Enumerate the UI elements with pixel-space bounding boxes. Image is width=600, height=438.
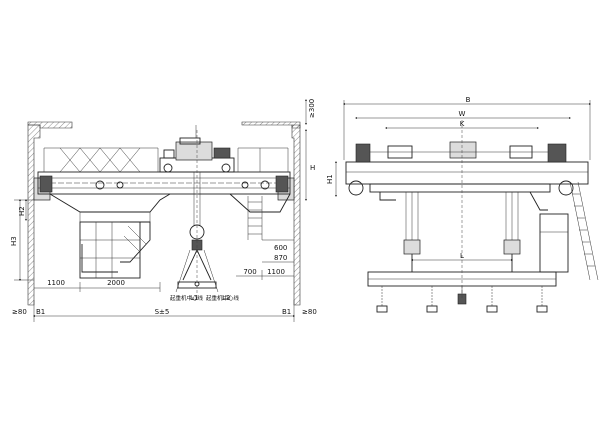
dim-l2: L2	[222, 294, 230, 302]
dim-k: K	[460, 120, 465, 128]
dim-h: H	[310, 164, 315, 172]
dim-b1-left: B1	[36, 308, 45, 316]
dim-side-h1: H1	[326, 174, 334, 184]
side-view: B W K	[326, 96, 599, 313]
dim-span: S±5	[155, 308, 170, 316]
side-cab	[539, 213, 569, 273]
wheel-left	[348, 180, 364, 196]
operator-cab	[79, 221, 141, 279]
right-ladder	[247, 196, 263, 240]
dim-1100-left: 1100	[47, 279, 65, 287]
dim-2000: 2000	[107, 279, 125, 287]
dim-700: 700	[243, 268, 256, 276]
dim-l1: L1	[190, 294, 198, 302]
dim-h2: H2	[18, 206, 26, 216]
hook-right	[503, 239, 521, 255]
left-wall	[27, 124, 41, 306]
dim-b1-right: B1	[282, 308, 291, 316]
right-wall	[291, 124, 301, 306]
dim-300: ≥300	[308, 99, 316, 118]
dim-870: 870	[274, 254, 287, 262]
front-view: S±5 ≥80 ≥80 B1 B1 1100 2000 700 1100 600…	[10, 99, 317, 322]
wheel-right	[558, 180, 574, 196]
side-girder	[345, 161, 589, 185]
dim-b: B	[466, 96, 471, 104]
hook-left	[403, 239, 421, 255]
left-roof	[27, 121, 73, 129]
dim-w: W	[459, 110, 466, 118]
hoist-motor	[213, 147, 231, 159]
note-left: 起重机中心线	[170, 294, 204, 302]
dim-clear-right: ≥80	[302, 308, 317, 316]
side-motor	[449, 141, 477, 159]
dim-h3: H3	[10, 236, 18, 246]
right-roof	[241, 121, 301, 129]
dim-clear-left: ≥80	[12, 308, 27, 316]
note-right: 起重机中心线	[206, 294, 240, 302]
dim-600: 600	[274, 244, 287, 252]
dim-1100-right: 1100	[267, 268, 285, 276]
hoist-gearbox	[175, 141, 213, 161]
side-ladder	[569, 181, 599, 281]
